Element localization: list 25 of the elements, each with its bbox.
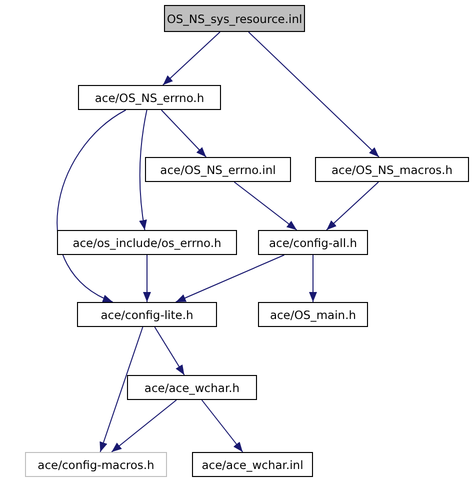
arrow [111, 400, 177, 452]
arrow [201, 400, 244, 452]
arrow [248, 32, 380, 158]
arrow [154, 326, 185, 376]
arrow [100, 326, 144, 452]
file-box: ace/OS_NS_errno.inl [145, 157, 291, 182]
arrow [326, 182, 379, 230]
file-box: ace/config-all.h [258, 230, 368, 255]
file-box: ace/config-lite.h [77, 302, 217, 327]
file-box: ace/ace_wchar.inl [192, 452, 313, 477]
file-box: ace/config-macros.h [25, 452, 167, 477]
arrow [56, 110, 126, 302]
arrow [160, 110, 207, 158]
file-box: ace/OS_main.h [258, 302, 368, 327]
arrow [234, 182, 298, 230]
file-box: ace/OS_NS_macros.h [315, 157, 469, 182]
arrow [139, 110, 148, 230]
arrow [309, 254, 317, 302]
file-box: ace/ace_wchar.h [127, 375, 257, 400]
arrow [143, 254, 151, 302]
arrow [162, 32, 220, 86]
file-box: OS_NS_sys_resource.inl [164, 5, 305, 32]
file-box: ace/os_include/os_errno.h [57, 230, 237, 255]
file-box: ace/OS_NS_errno.h [78, 85, 221, 110]
arrow [175, 254, 285, 302]
